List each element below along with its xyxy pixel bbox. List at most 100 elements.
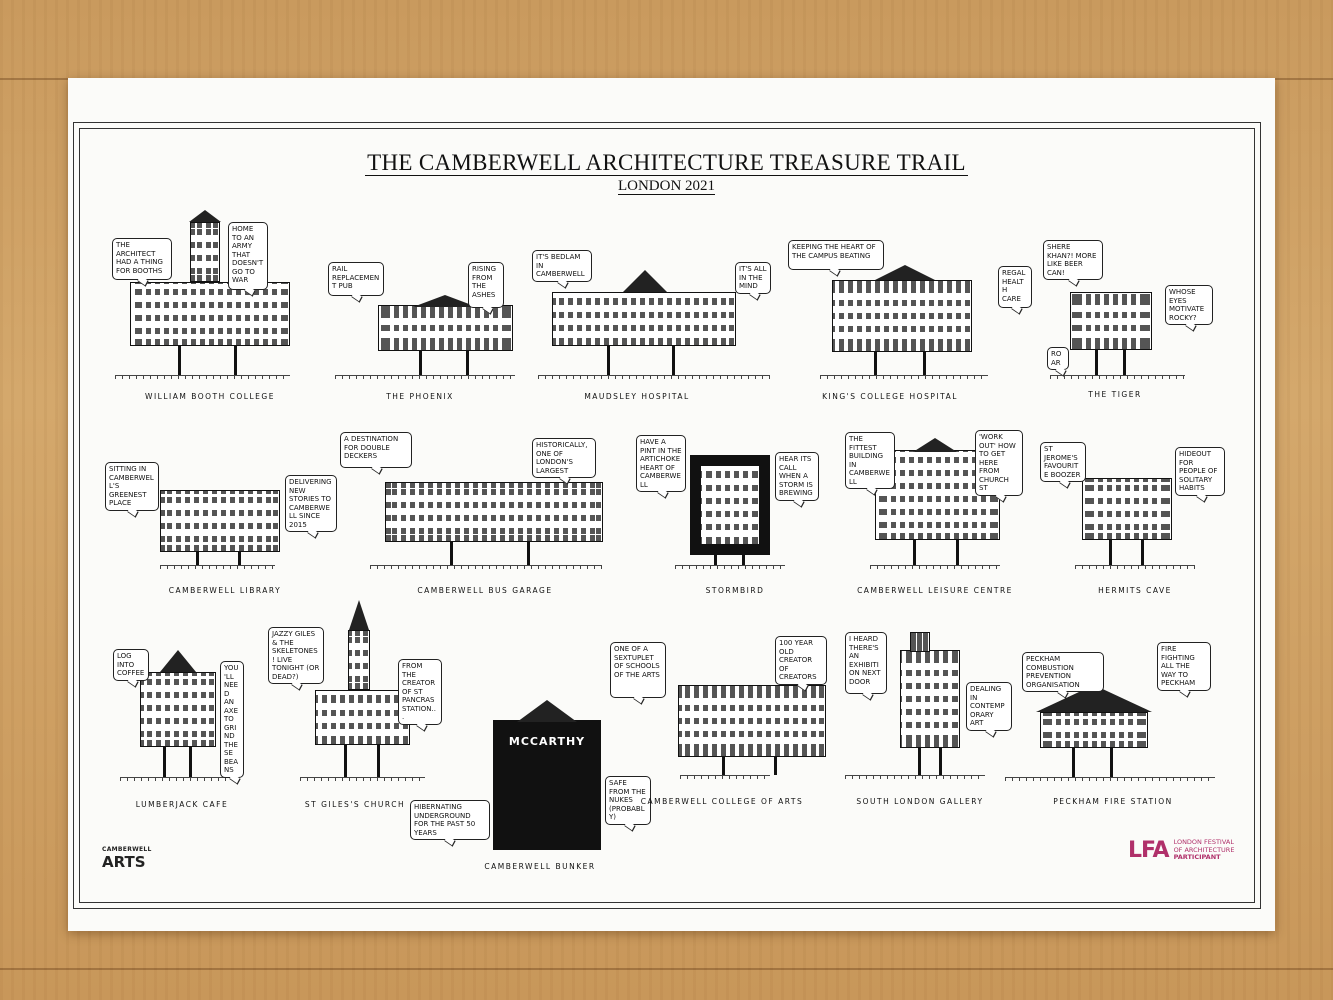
building-leg [722, 757, 726, 775]
ground-line [870, 565, 1000, 569]
ground-line [680, 775, 770, 779]
landmark-caption[interactable]: The Tiger [1088, 390, 1142, 399]
speech-bubble: Hideout for people of solitary habits [1175, 447, 1225, 496]
landmark-caption[interactable]: Lumberjack Cafe [135, 800, 229, 809]
building-illustration [910, 632, 930, 652]
speech-bubble: Fire fighting all the way to Peckham [1157, 642, 1211, 691]
landmark-caption[interactable]: Stormbird [705, 586, 765, 595]
speech-bubble: Historically, one of London's largest [532, 438, 596, 478]
building-illustration [190, 222, 220, 282]
building-illustration [493, 720, 601, 850]
landmark-caption[interactable]: Hermits Cave [1098, 586, 1172, 595]
speech-bubble: Have a pint in the artichoke heart of Ca… [636, 435, 686, 492]
building-leg [714, 555, 717, 565]
building-leg [178, 346, 181, 375]
poster-subtitle: LONDON 2021 [0, 178, 1333, 195]
landmark-caption[interactable]: St Giles's Church [304, 800, 406, 809]
poster-title: THE CAMBERWELL ARCHITECTURE TREASURE TRA… [0, 150, 1333, 176]
building-leg [742, 555, 745, 565]
building-leg [671, 346, 675, 375]
building-illustration [678, 685, 826, 757]
building-leg [874, 352, 877, 375]
speech-bubble: Hear its call when a storm is brewing [775, 452, 819, 501]
landmark-caption[interactable]: Camberwell Library [168, 586, 282, 595]
building-leg [923, 352, 926, 375]
building-leg [607, 346, 611, 375]
speech-bubble: 100 year old creator of creators [775, 636, 827, 685]
speech-bubble: The architect had a thing for booths [112, 238, 172, 280]
building-leg [526, 542, 530, 565]
speech-bubble: Jazzy Giles & the Skeletones! Live tonig… [268, 627, 324, 684]
speech-bubble: Regal health care [998, 266, 1032, 308]
roof-illustration [517, 700, 577, 722]
speech-bubble: Safe from the nukes (probably) [605, 776, 651, 825]
logo-big-text: ARTS [102, 853, 146, 871]
building-leg [1072, 748, 1076, 777]
roof-illustration [913, 438, 957, 452]
speech-bubble: Rising from the ashes [468, 262, 504, 308]
speech-bubble: Hibernating underground for the past 50 … [410, 800, 490, 840]
landmark-caption[interactable]: Camberwell College of Arts [640, 797, 804, 806]
landmark-caption[interactable]: South London Gallery [856, 797, 984, 806]
building-illustration [140, 672, 216, 747]
ground-line [115, 375, 290, 379]
lfa-line: OF ARCHITECTURE [1173, 845, 1235, 854]
speech-bubble: Sitting in Camberwell's greenest place [105, 462, 159, 511]
camberwell-arts-logo: CAMBERWELL ARTS [102, 845, 152, 870]
speech-bubble: 'Work out' how to get here from Church S… [975, 430, 1023, 496]
roof-illustration [413, 295, 477, 307]
lfa-line: PARTICIPANT [1173, 853, 1221, 862]
speech-bubble: You'll need an axe to grind these beans [220, 661, 244, 778]
building-illustration [385, 482, 603, 542]
building-leg [1094, 350, 1098, 375]
building-illustration [348, 630, 370, 690]
building-leg [939, 748, 942, 775]
speech-bubble: Peckham Combustion Prevention Organisati… [1022, 652, 1104, 692]
speech-bubble: I heard there's an exhibition next door [845, 632, 887, 694]
inner-frame [79, 128, 1255, 903]
roof-illustration [623, 270, 667, 292]
landmark-caption[interactable]: The Phoenix [386, 392, 454, 401]
speech-bubble: St Jerome's favourite boozer [1040, 442, 1086, 482]
speech-bubble: One of a sextuplet of schools of the art… [610, 642, 666, 698]
landmark-caption[interactable]: King's College Hospital [822, 392, 958, 401]
building-leg [162, 747, 166, 777]
speech-bubble: Delivering new stories to Camberwell sin… [285, 475, 337, 532]
ground-line [845, 775, 985, 779]
speech-bubble: Roar [1047, 347, 1069, 370]
lfa-text: LONDON FESTIVAL OF ARCHITECTURE PARTICIP… [1174, 839, 1235, 862]
speech-bubble: Keeping the heart of the campus beating [788, 240, 884, 270]
building-leg [465, 351, 469, 375]
building-leg [343, 745, 347, 777]
speech-bubble: Shere Khan?! More like beer can! [1043, 240, 1103, 280]
lfa-line: LONDON FESTIVAL [1173, 838, 1234, 847]
building-leg [376, 745, 380, 777]
building-leg [918, 748, 921, 775]
building-leg [189, 747, 193, 777]
building-leg [1140, 540, 1144, 565]
landmark-caption[interactable]: Camberwell Bus Garage [417, 586, 553, 595]
building-leg [238, 552, 241, 565]
ground-line [1050, 375, 1185, 379]
lfa-logo: LFA LONDON FESTIVAL OF ARCHITECTURE PART… [1128, 838, 1234, 863]
ground-line [335, 375, 515, 379]
speech-bubble: Log into coffee [113, 649, 149, 681]
landmark-caption[interactable]: Maudsley Hospital [584, 392, 690, 401]
speech-bubble: A destination for double deckers [340, 432, 412, 468]
landmark-caption[interactable]: William Booth College [145, 392, 275, 401]
roof-illustration [160, 650, 196, 672]
building-illustration [160, 490, 280, 552]
building-leg [1123, 350, 1127, 375]
ground-line [820, 375, 988, 379]
ground-line [1075, 565, 1195, 569]
speech-bubble: Rail replacement pub [328, 262, 384, 296]
speech-bubble: Dealing in contemporary art [966, 682, 1012, 731]
logo-small-text: CAMBERWELL [102, 846, 152, 853]
ground-line [370, 565, 602, 569]
building-leg [912, 540, 916, 565]
landmark-caption[interactable]: Camberwell Leisure Centre [857, 586, 1013, 595]
title-text: THE CAMBERWELL ARCHITECTURE TREASURE TRA… [365, 150, 968, 176]
landmark-caption[interactable]: Camberwell Bunker [484, 862, 596, 871]
landmark-caption[interactable]: Peckham Fire Station [1053, 797, 1173, 806]
building-illustration [552, 292, 736, 346]
